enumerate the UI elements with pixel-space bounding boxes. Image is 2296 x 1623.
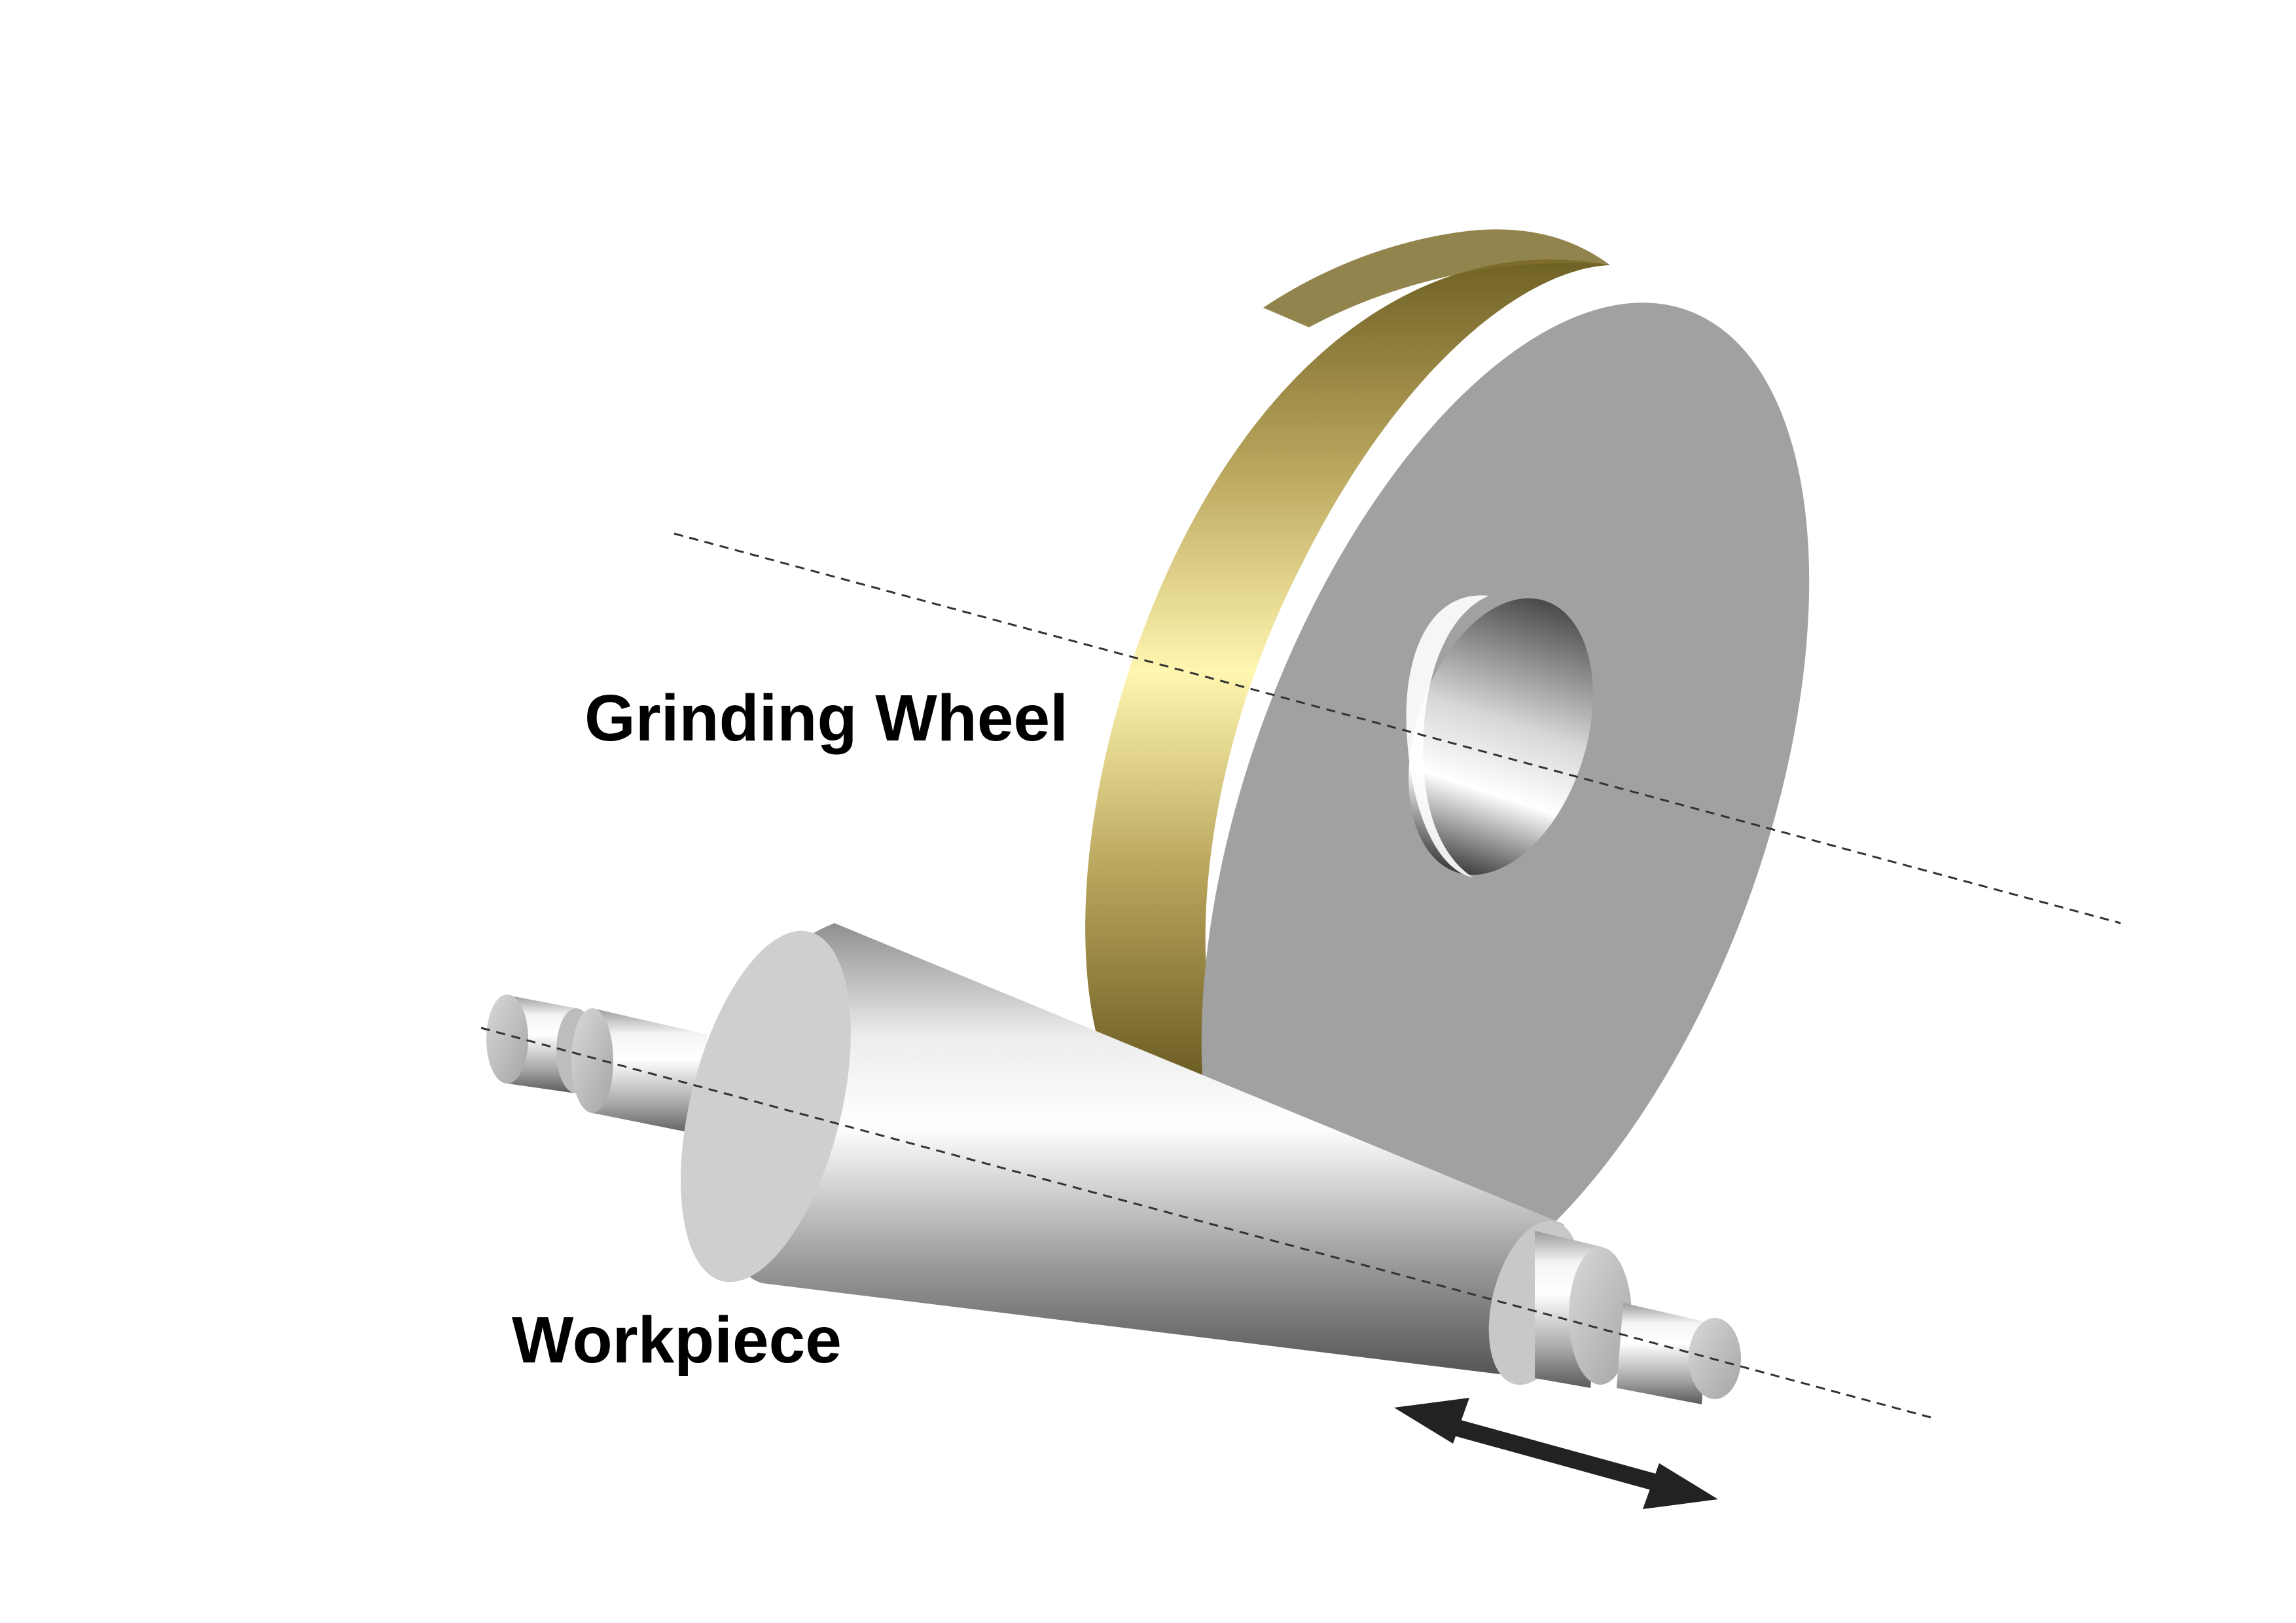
- grinding-wheel: [1085, 229, 1810, 1321]
- workpiece-left-shaft-collar: [571, 1008, 613, 1113]
- workpiece-label: Workpiece: [512, 1304, 842, 1377]
- feed-direction-arrow-icon: [1394, 1398, 1718, 1509]
- grinding-wheel-rim: [1085, 259, 1610, 1084]
- grinding-wheel-bore: [1408, 598, 1593, 875]
- grinding-wheel-bore-rim: [1406, 595, 1489, 877]
- grinding-wheel-label: Grinding Wheel: [584, 682, 1068, 755]
- workpiece-cone-base-face: [681, 930, 851, 1283]
- grinding-wheel-axis-line: [673, 532, 2121, 924]
- workpiece-left-shaft: [592, 1008, 707, 1136]
- workpiece-left-end-cap: [486, 994, 528, 1084]
- grinding-wheel-rim-top: [1263, 229, 1610, 327]
- workpiece-right-shaft-end: [1617, 1303, 1708, 1404]
- workpiece-right-shaft-collar: [1569, 1247, 1632, 1385]
